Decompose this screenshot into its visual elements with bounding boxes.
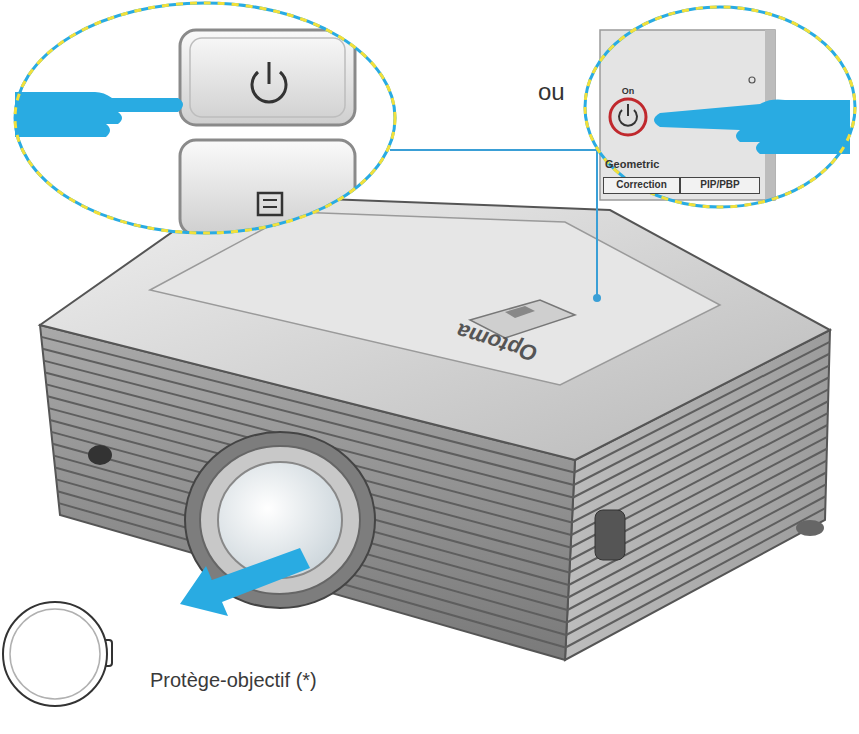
menu-symbol	[263, 206, 277, 208]
button-label: On	[612, 86, 644, 97]
projector-top-face	[40, 195, 830, 460]
pointing-hand	[654, 100, 850, 155]
callout-circle: OnGeometricCorrectionPIP/PBP	[585, 7, 855, 207]
button-label: PIP/PBP	[681, 179, 759, 191]
grill-line	[566, 496, 825, 635]
power-button	[180, 30, 355, 125]
callout-outline	[15, 3, 395, 233]
lens-cap-ring	[10, 609, 100, 699]
grill-line	[568, 473, 827, 611]
menu-button	[180, 140, 355, 235]
projector-body	[40, 195, 830, 660]
or-label: ou	[538, 78, 565, 106]
grill-line	[566, 508, 826, 647]
menu-symbol	[258, 193, 282, 215]
callout-outline	[585, 7, 855, 207]
power-symbol	[627, 104, 629, 116]
power-button-rim	[190, 38, 345, 117]
grill-line	[567, 484, 826, 622]
lens-cap	[3, 602, 107, 706]
removal-arrow	[180, 548, 310, 616]
ir-sensor	[88, 445, 112, 465]
button-label: Geometric	[605, 158, 685, 171]
button-label: Correction	[604, 179, 679, 191]
callout-outline	[15, 3, 395, 233]
remote-button: PIP/PBP	[680, 177, 760, 194]
callout-fill	[585, 7, 855, 207]
remote-power-button	[610, 99, 646, 135]
pointing-hand	[15, 92, 183, 137]
remote-button: Correction	[603, 177, 680, 194]
part-label: Protège-objectif (*)	[150, 669, 317, 692]
callout-outline	[585, 7, 855, 207]
power-symbol	[268, 62, 271, 84]
top-panel	[150, 212, 720, 385]
zoom-ring	[595, 510, 625, 560]
remote-callout	[585, 7, 855, 207]
leader-line	[390, 150, 597, 298]
leader-line	[390, 150, 601, 302]
button-callout	[15, 3, 395, 235]
foot	[796, 520, 824, 536]
leader-dot	[593, 294, 601, 302]
slider-knob	[505, 306, 535, 318]
menu-symbol	[263, 199, 277, 201]
lens-cap	[3, 602, 112, 706]
indicator-led	[749, 77, 755, 83]
